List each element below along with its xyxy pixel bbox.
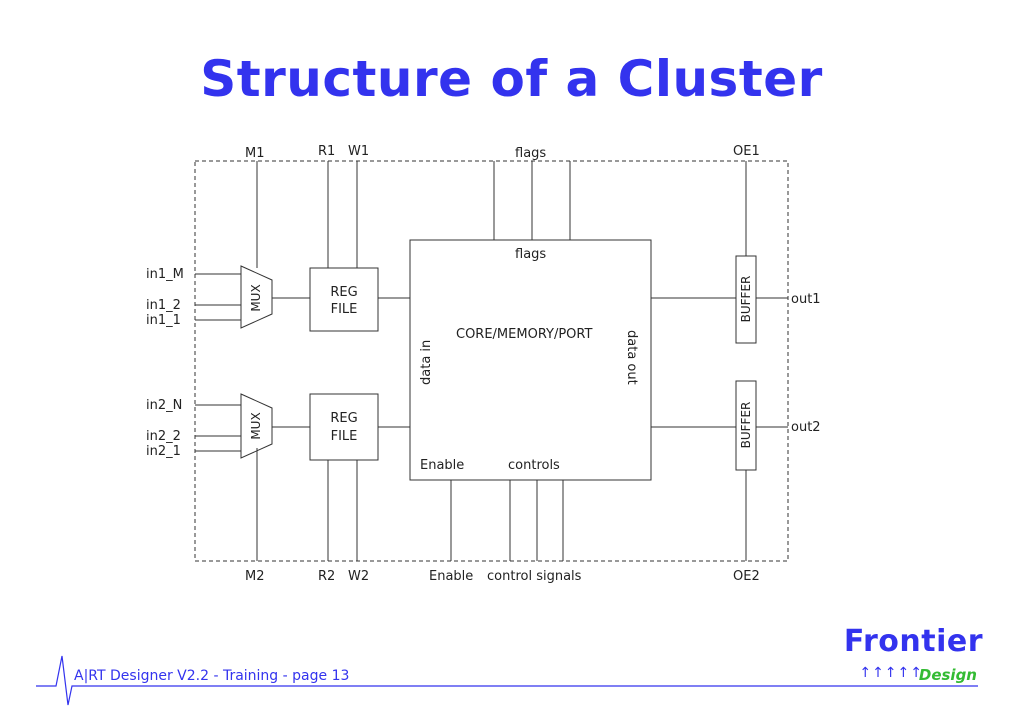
core-flags-label: flags: [515, 247, 546, 262]
core-memory-port-block: [409, 239, 652, 481]
label-in2-2: in2_2: [146, 429, 181, 444]
label-oe2: OE2: [733, 569, 760, 584]
core-data-out-label: data out: [624, 330, 639, 385]
buffer-1: [735, 255, 757, 344]
label-w2: W2: [348, 569, 369, 584]
label-in1-2: in1_2: [146, 298, 181, 313]
label-r1: R1: [318, 144, 335, 159]
mux-1: [240, 265, 273, 329]
label-in2-1: in2_1: [146, 444, 181, 459]
logo-design-text: Design: [918, 666, 977, 684]
label-flags-top: flags: [515, 146, 546, 161]
page-title: Structure of a Cluster: [200, 50, 823, 108]
label-out1: out1: [791, 292, 821, 307]
logo-arrows-icon: ↑↑↑↑↑: [859, 665, 923, 681]
footer-text: A|RT Designer V2.2 - Training - page 13: [74, 668, 350, 684]
label-enable-bottom: Enable: [429, 569, 473, 584]
label-in1-1: in1_1: [146, 313, 181, 328]
cluster-boundary: [194, 160, 789, 562]
core-enable-label: Enable: [420, 458, 464, 473]
mux-1-label: MUX: [249, 284, 263, 311]
label-m1: M1: [245, 146, 265, 161]
mux-2-label: MUX: [249, 412, 263, 439]
label-in1-m: in1_M: [146, 267, 184, 282]
core-controls-label: controls: [508, 458, 560, 473]
reg-file-1: [309, 267, 379, 332]
label-m2: M2: [245, 569, 265, 584]
core-main-label: CORE/MEMORY/PORT: [456, 327, 592, 342]
reg-file-2-line2: FILE: [331, 429, 358, 444]
frontier-logo: Frontier: [843, 624, 983, 659]
buffer-1-label: BUFFER: [739, 276, 753, 323]
reg-file-1-line2: FILE: [331, 302, 358, 317]
label-r2: R2: [318, 569, 335, 584]
label-control-signals: control signals: [487, 569, 582, 584]
reg-file-1-line1: REG: [330, 285, 357, 300]
label-oe1: OE1: [733, 144, 760, 159]
buffer-2-label: BUFFER: [739, 402, 753, 449]
label-out2: out2: [791, 420, 821, 435]
label-w1: W1: [348, 144, 369, 159]
label-in2-n: in2_N: [146, 398, 182, 413]
buffer-2: [735, 380, 757, 471]
footer-pulse-line: [36, 655, 978, 706]
reg-file-2: [309, 393, 379, 461]
core-data-in-label: data in: [419, 340, 434, 385]
mux-2: [240, 393, 273, 459]
reg-file-2-line1: REG: [330, 411, 357, 426]
